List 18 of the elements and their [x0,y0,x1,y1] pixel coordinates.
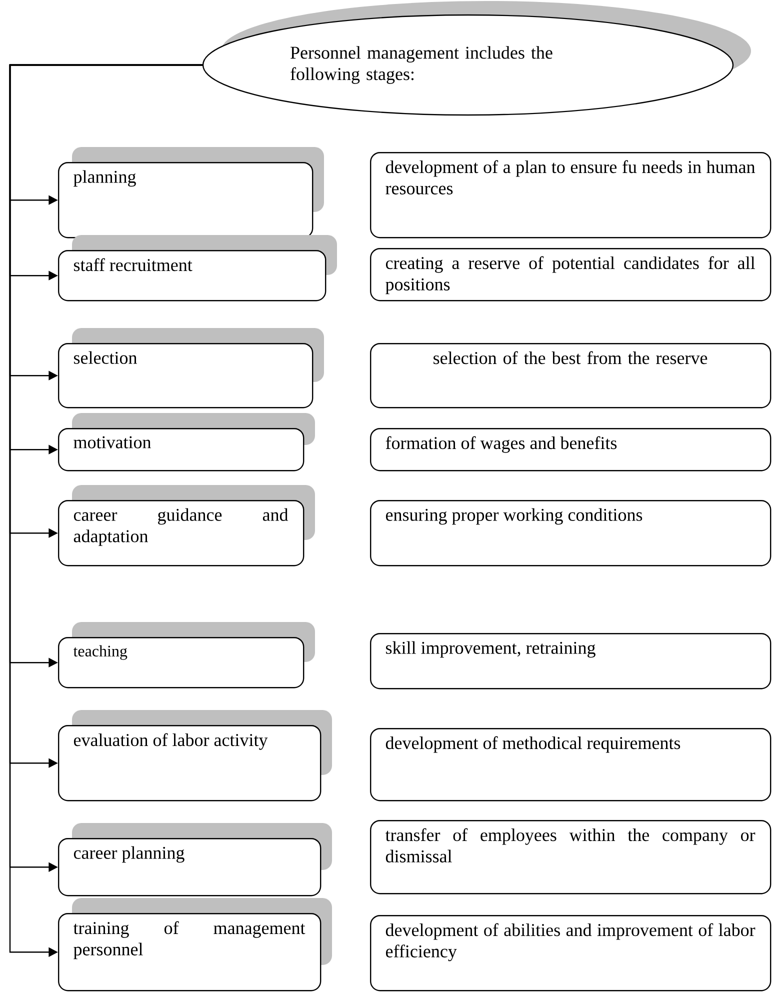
stage-box: selection [58,343,314,408]
stage-box: teaching [58,637,304,688]
stage-box: career planning [58,838,322,896]
result-box: creating a reserve of potential candidates for all positions [370,248,772,302]
result-box: ensuring proper working conditions [370,500,772,566]
result-box: development of abilities and improvement of labor efficiency [370,915,772,992]
result-box: development of a plan to ensure fu needs in human resources [370,152,772,238]
stage-box: career guidance and adaptation [58,500,304,566]
stage-box: staff recruitment [58,250,326,302]
result-box: development of methodical requirements [370,728,772,802]
stage-box: planning [58,162,314,238]
result-box: skill improvement, retraining [370,633,772,690]
stage-box: training of management personnel [58,913,322,992]
stage-box: motivation [58,428,304,472]
result-box: formation of wages and benefits [370,428,772,472]
stage-box: evaluation of labor activity [58,725,322,802]
result-box: selection of the best from the reserve [370,343,772,408]
result-box: transfer of employees within the company or dismissal [370,820,772,894]
